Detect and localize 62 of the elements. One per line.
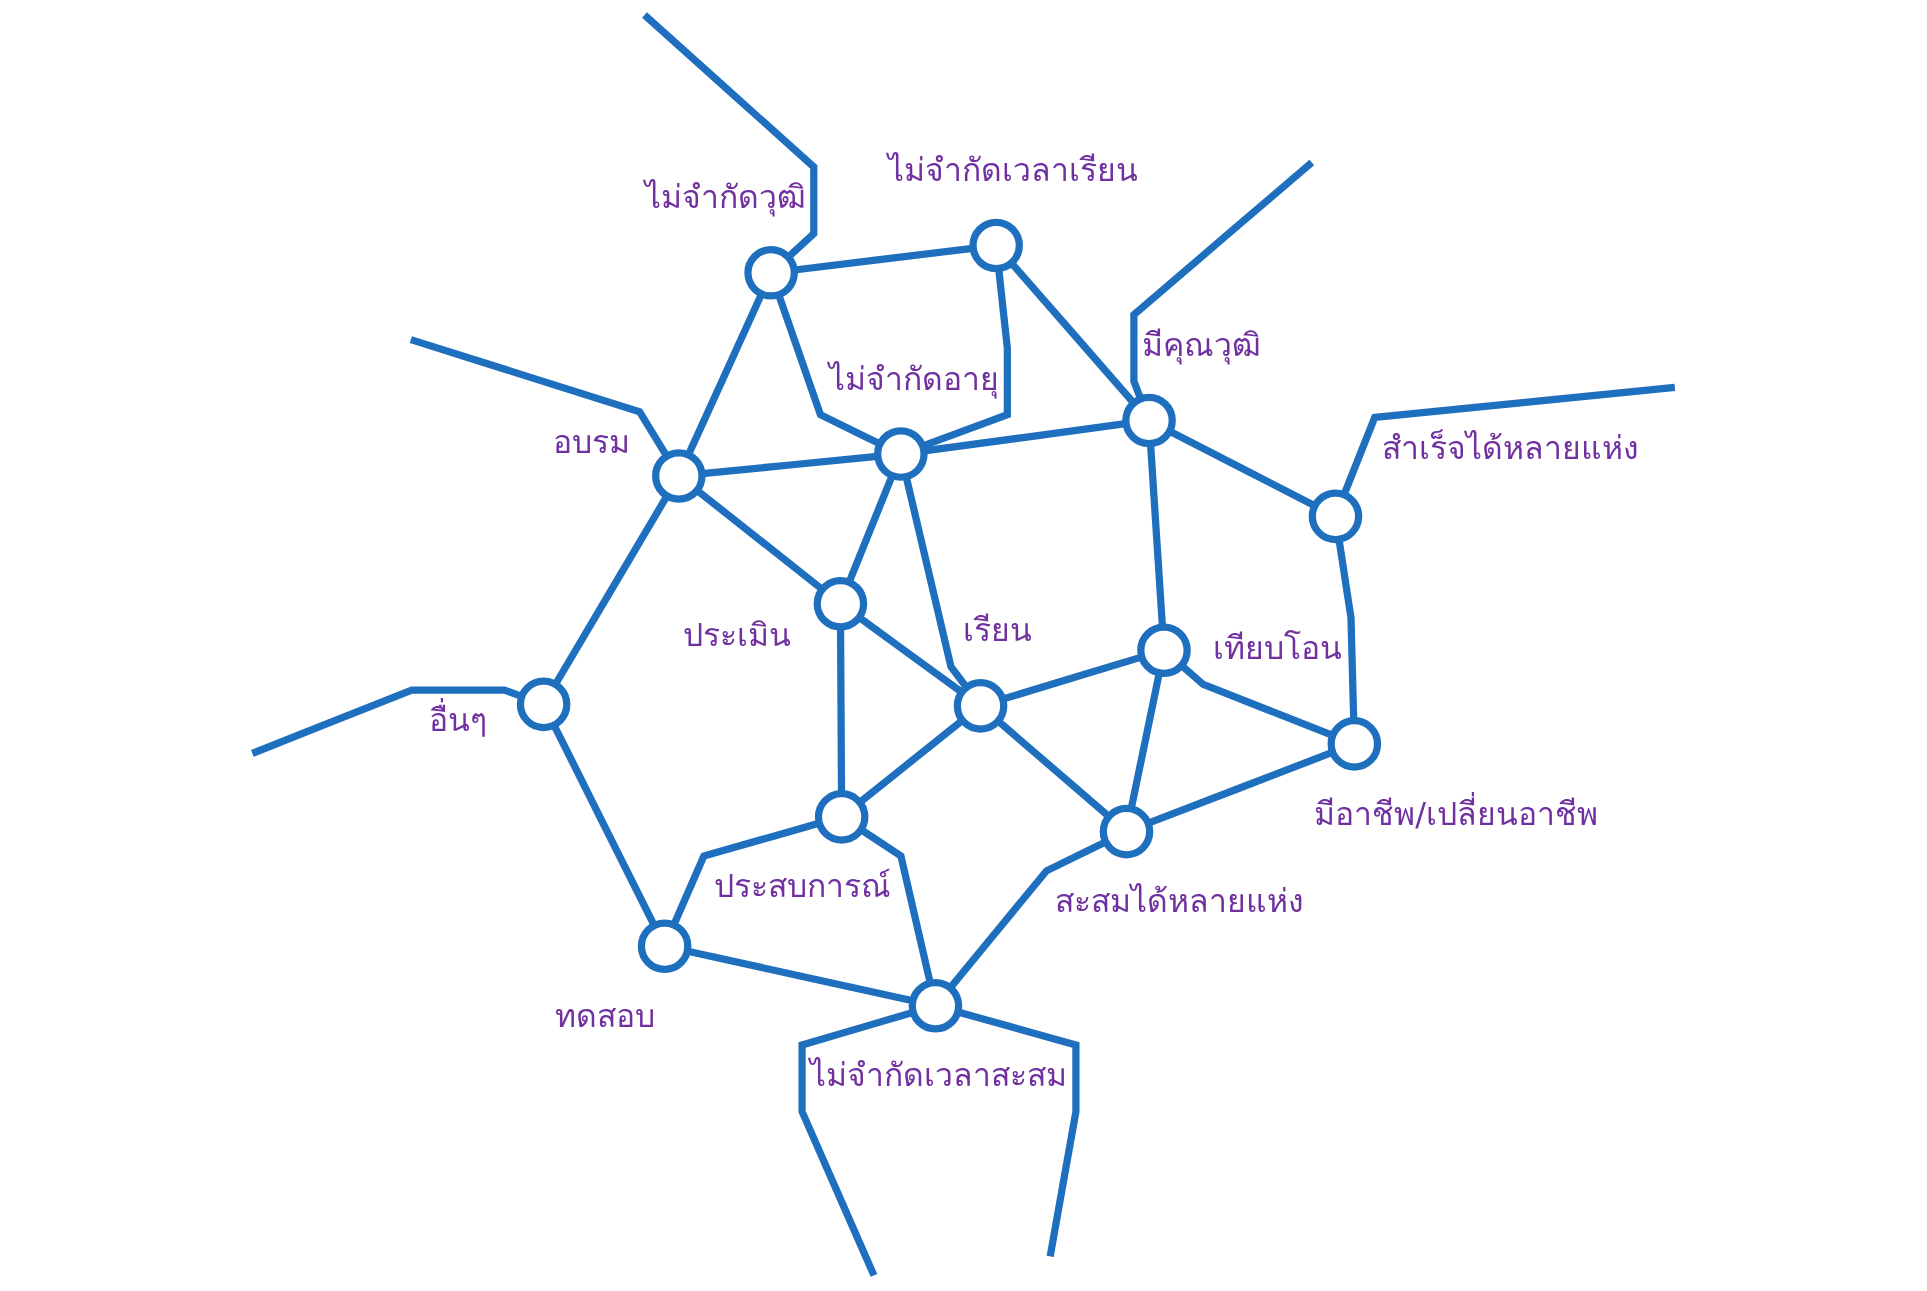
node-circle — [1137, 623, 1191, 677]
connector — [695, 487, 825, 593]
connector — [251, 686, 523, 757]
connector — [685, 292, 765, 456]
node-circle — [516, 677, 571, 732]
connector — [1168, 427, 1317, 509]
node-label: ทดสอบ — [555, 996, 656, 1035]
connector — [1009, 261, 1137, 406]
node-label: ประเมิน — [683, 615, 792, 654]
connector — [1340, 383, 1676, 496]
connector — [947, 838, 1108, 990]
connector — [409, 336, 670, 458]
connector — [798, 1008, 914, 1277]
connector — [550, 723, 658, 927]
connector — [1179, 663, 1334, 739]
node-label: อบรม — [552, 423, 630, 462]
connector — [857, 614, 964, 695]
connector — [642, 12, 818, 260]
connector — [775, 293, 882, 447]
connector — [793, 244, 974, 274]
node-circle — [1122, 393, 1176, 448]
node-circle — [637, 919, 692, 973]
connector — [1335, 538, 1358, 721]
connector — [857, 717, 965, 806]
connector — [845, 474, 896, 584]
connector — [902, 476, 970, 690]
node-label: มีอาชีพ/เปลี่ยนอาชีพ — [1314, 794, 1599, 833]
node-circle — [1308, 489, 1363, 544]
node-label: เทียบโอน — [1212, 629, 1342, 668]
connector — [859, 826, 934, 984]
connector — [1130, 159, 1315, 400]
node-circle — [813, 576, 868, 631]
connector — [1147, 749, 1334, 827]
connector — [921, 268, 1011, 450]
connector — [1127, 672, 1163, 810]
node-circle — [969, 218, 1023, 273]
node-circle — [652, 449, 706, 503]
node-label: เรียน — [962, 611, 1032, 650]
connector — [552, 494, 670, 686]
node-circle — [744, 246, 798, 300]
node-label: ไม่จำกัดเวลาสะสม — [810, 1056, 1068, 1095]
connector — [670, 819, 820, 927]
node-circle — [953, 679, 1008, 733]
node-circle — [1099, 804, 1154, 859]
connector — [1001, 653, 1143, 703]
node-circle — [814, 790, 869, 844]
node-circle — [1327, 717, 1382, 771]
node-circle — [908, 979, 963, 1033]
node-label: ไม่จำกัดเวลาเรียน — [887, 150, 1138, 189]
node-label: สำเร็จได้หลายแห่ง — [1381, 428, 1639, 467]
connector — [686, 947, 914, 1005]
connector — [996, 718, 1112, 820]
connector — [836, 626, 846, 794]
node-label: ประสบการณ์ — [713, 867, 891, 906]
node-circle — [874, 427, 928, 481]
node-label: ไม่จำกัดอายุ — [828, 359, 999, 398]
node-label: ไม่จำกัดวุฒิ — [644, 178, 806, 217]
node-label: สะสมได้หลายแห่ง — [1054, 882, 1304, 921]
connector — [957, 1008, 1080, 1257]
connector — [701, 452, 878, 478]
node-label: มีคุณวุฒิ — [1142, 326, 1262, 365]
connector — [1146, 443, 1167, 628]
